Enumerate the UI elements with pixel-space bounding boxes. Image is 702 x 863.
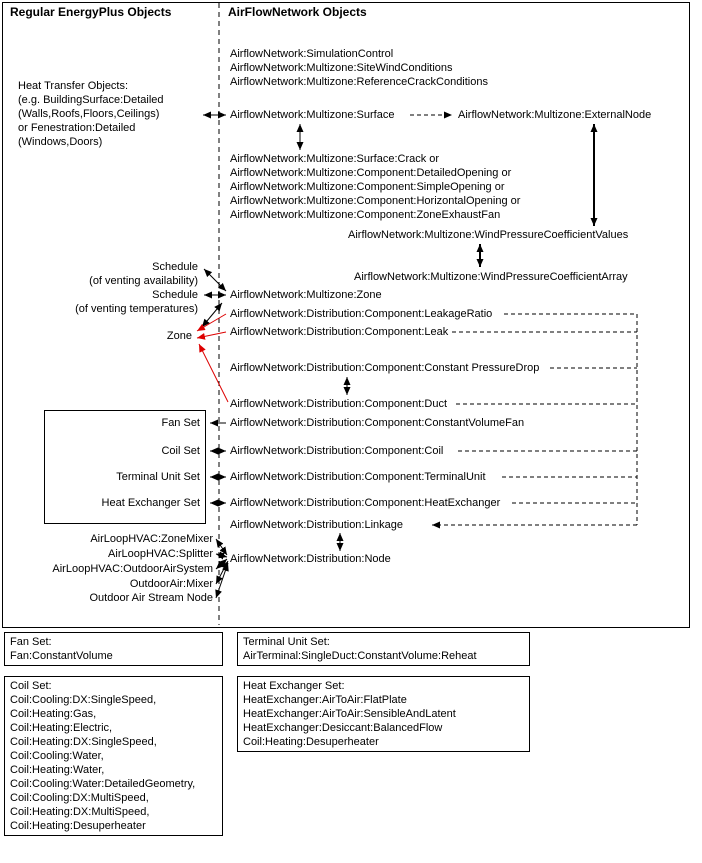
node-external-node: AirflowNetwork:Multizone:ExternalNode [458, 109, 652, 121]
node-multizone-zone: AirflowNetwork:Multizone:Zone [230, 289, 382, 301]
legend-title: Fan Set: [10, 636, 52, 648]
legend-title: Terminal Unit Set: [243, 636, 330, 648]
legend-line: Coil:Heating:Desuperheater [243, 736, 379, 748]
node-simulation-control: AirflowNetwork:SimulationControl [230, 48, 394, 60]
legend-line: Coil:Cooling:DX:MultiSpeed, [10, 792, 149, 804]
node-reference-crack-conditions: AirflowNetwork:Multizone:ReferenceCrackC… [230, 76, 488, 88]
heat-transfer-line-4: or Fenestration:Detailed [18, 122, 136, 134]
node-heat-exchanger: AirflowNetwork:Distribution:Component:He… [230, 497, 501, 509]
legend-line: AirTerminal:SingleDuct:ConstantVolume:Re… [243, 650, 477, 662]
legend-line: HeatExchanger:AirToAir:SensibleAndLatent [243, 708, 456, 720]
schedule-availability-note: (of venting availability) [89, 275, 198, 287]
heat-transfer-line-2: (e.g. BuildingSurface:Detailed [18, 94, 164, 106]
node-linkage: AirflowNetwork:Distribution:Linkage [230, 519, 404, 531]
heat-exchanger-set-legend-box: Heat Exchanger Set: HeatExchanger:AirToA… [237, 676, 530, 752]
node-outdoor-air-stream-node: Outdoor Air Stream Node [89, 592, 213, 604]
node-terminal-unit: AirflowNetwork:Distribution:Component:Te… [230, 471, 486, 483]
legend-title: Heat Exchanger Set: [243, 680, 345, 692]
node-wpc-values: AirflowNetwork:Multizone:WindPressureCoe… [348, 229, 629, 241]
schedule-temperatures-note: (of venting temperatures) [75, 303, 198, 315]
legend-line: Coil:Heating:Gas, [10, 708, 97, 720]
heat-exchanger-set-label: Heat Exchanger Set [101, 497, 200, 509]
node-coil: AirflowNetwork:Distribution:Component:Co… [230, 445, 444, 457]
node-splitter: AirLoopHVAC:Splitter [108, 548, 213, 560]
legend-line: Coil:Heating:DX:SingleSpeed, [10, 736, 157, 748]
node-zone-mixer: AirLoopHVAC:ZoneMixer [90, 533, 213, 545]
coil-set-legend-box: Coil Set: Coil:Cooling:DX:SingleSpeed,Co… [4, 676, 223, 836]
node-surface-crack: AirflowNetwork:Multizone:Surface:Crack o… [230, 153, 440, 165]
legend-line: Fan:ConstantVolume [10, 650, 113, 662]
equipment-set-box [44, 410, 206, 524]
fan-set-legend-box: Fan Set: Fan:ConstantVolume [4, 632, 223, 666]
node-constant-pressure-drop: AirflowNetwork:Distribution:Component:Co… [230, 362, 540, 374]
node-zone-exhaust-fan: AirflowNetwork:Multizone:Component:ZoneE… [230, 209, 501, 221]
heat-transfer-line-1: Heat Transfer Objects: [18, 80, 129, 92]
schedule-temperatures-label: Schedule [152, 289, 198, 301]
heat-transfer-line-5: (Windows,Doors) [18, 136, 103, 148]
node-leakage-ratio: AirflowNetwork:Distribution:Component:Le… [230, 308, 493, 320]
schedule-availability-label: Schedule [152, 261, 198, 273]
legend-title: Coil Set: [10, 680, 52, 692]
coil-set-label: Coil Set [161, 445, 200, 457]
legend-line: HeatExchanger:AirToAir:FlatPlate [243, 694, 407, 706]
diagram-frame [2, 2, 690, 628]
node-horizontal-opening: AirflowNetwork:Multizone:Component:Horiz… [230, 195, 521, 207]
node-detailed-opening: AirflowNetwork:Multizone:Component:Detai… [230, 167, 512, 179]
fan-set-label: Fan Set [161, 417, 200, 429]
legend-line: Coil:Cooling:Water, [10, 750, 104, 762]
legend-line: Coil:Heating:DX:MultiSpeed, [10, 806, 150, 818]
node-site-wind-conditions: AirflowNetwork:Multizone:SiteWindConditi… [230, 62, 453, 74]
left-column-header: Regular EnergyPlus Objects [10, 5, 172, 19]
terminal-unit-set-legend-box: Terminal Unit Set: AirTerminal:SingleDuc… [237, 632, 530, 666]
legend-line: Coil:Heating:Water, [10, 764, 105, 776]
node-simple-opening: AirflowNetwork:Multizone:Component:Simpl… [230, 181, 505, 193]
legend-line: Coil:Heating:Desuperheater [10, 820, 146, 832]
node-leak: AirflowNetwork:Distribution:Component:Le… [230, 326, 449, 338]
node-distribution-node: AirflowNetwork:Distribution:Node [230, 553, 391, 565]
legend-line: Coil:Cooling:DX:SingleSpeed, [10, 694, 157, 706]
legend-lines: AirTerminal:SingleDuct:ConstantVolume:Re… [243, 649, 524, 663]
node-multizone-surface: AirflowNetwork:Multizone:Surface [230, 109, 395, 121]
legend-line: HeatExchanger:Desiccant:BalancedFlow [243, 722, 443, 734]
node-outdoor-air-mixer: OutdoorAir:Mixer [129, 578, 213, 590]
legend-lines: Fan:ConstantVolume [10, 649, 217, 663]
heat-transfer-line-3: (Walls,Roofs,Floors,Ceilings) [18, 108, 160, 120]
node-duct: AirflowNetwork:Distribution:Component:Du… [230, 398, 448, 410]
legend-lines: Coil:Cooling:DX:SingleSpeed, Coil:Heating… [10, 693, 217, 833]
node-outdoor-air-system: AirLoopHVAC:OutdoorAirSystem [52, 563, 213, 575]
terminal-unit-set-label: Terminal Unit Set [116, 471, 200, 483]
zone-label: Zone [166, 330, 192, 342]
legend-line: Coil:Cooling:Water:DetailedGeometry, [10, 778, 196, 790]
node-constant-volume-fan: AirflowNetwork:Distribution:Component:Co… [230, 417, 525, 429]
legend-line: Coil:Heating:Electric, [10, 722, 113, 734]
node-wpc-array: AirflowNetwork:Multizone:WindPressureCoe… [354, 271, 628, 283]
right-column-header: AirFlowNetwork Objects [228, 5, 367, 19]
